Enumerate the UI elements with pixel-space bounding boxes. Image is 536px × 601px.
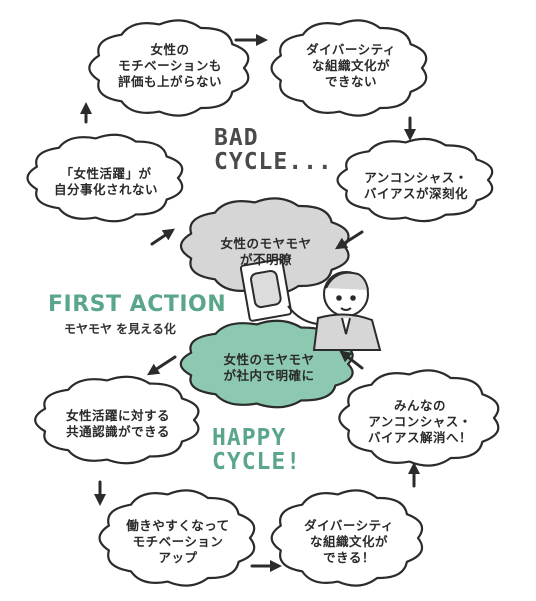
first-action-subtitle: モヤモヤ を見える化	[64, 322, 176, 336]
cloud-happy-culture	[270, 489, 424, 587]
happy-cycle-title: HAPPY CYCLE!	[212, 425, 302, 475]
cloud-bad-bias	[336, 137, 494, 223]
person-holding-document-icon	[239, 258, 382, 351]
arrow-bad-3	[334, 230, 364, 250]
happy-bubble-motivation: 働きやすくなって モチベーション アップ	[126, 518, 230, 565]
happy-bubble-shared: 女性活躍に対する 共通認識ができる	[65, 408, 170, 439]
bad-bubble-unclear: 女性のモヤモヤ が不明瞭	[220, 236, 312, 267]
cloud-bad-not-own	[26, 133, 184, 223]
arrow-bad-4	[150, 228, 175, 246]
first-action-title: FIRST ACTION	[48, 292, 227, 317]
cloud-happy-bias-solved	[338, 369, 500, 467]
happy-cycle-arrows	[94, 350, 420, 572]
arrow-happy-5	[339, 350, 364, 370]
bad-bubble-culture: ダイバーシティ な組織文化が できない	[306, 42, 396, 89]
happy-bubble-culture: ダイバーシティ な組織文化が できる！	[304, 518, 394, 565]
cloud-first-action	[179, 319, 354, 409]
bad-cycle-arrows	[80, 34, 416, 250]
cloud-happy-motivation	[98, 489, 256, 587]
first-action-bubble: 女性のモヤモヤ が社内で明確に	[223, 352, 315, 383]
bad-cycle-title: BAD CYCLE...	[214, 125, 333, 175]
cloud-bad-unclear	[179, 197, 350, 295]
cloud-bad-culture	[270, 19, 428, 117]
bad-bubble-not-own: 「女性活躍」が 自分事化されない	[53, 166, 158, 197]
bad-bubble-motivation: 女性の モチベーションも 評価も上がらない	[117, 42, 222, 89]
cloud-bad-motivation	[88, 19, 250, 117]
bad-bubble-bias: アンコンシャス・ バイアスが深刻化	[363, 170, 468, 201]
cloud-happy-shared	[34, 375, 200, 465]
arrow-happy-1	[146, 355, 177, 376]
happy-bubble-bias-solved: みんなの アンコンシャス・ バイアス解消へ！	[367, 398, 472, 445]
